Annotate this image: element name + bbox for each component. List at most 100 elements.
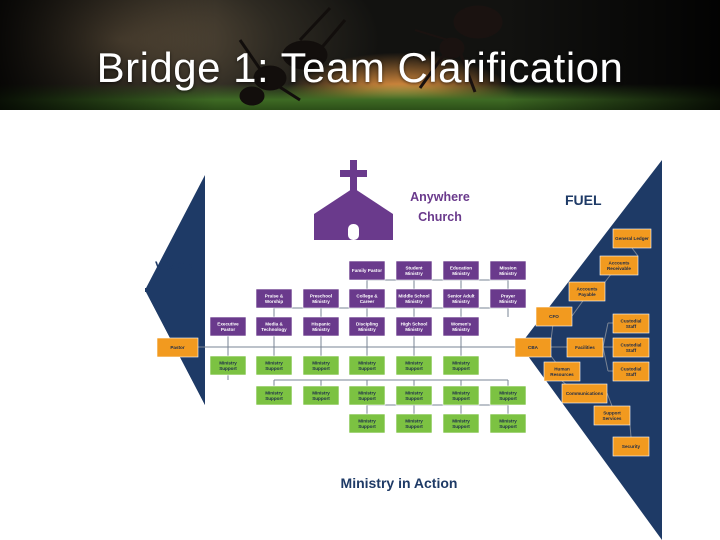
ministry-support-box-label: Ministry bbox=[358, 390, 376, 395]
fuel-box-custodial-staff-1-label: Staff bbox=[626, 324, 637, 329]
fuel-box-support-services-rect bbox=[593, 405, 631, 426]
org-boxes: Family PastorStudentMinistryEducationMin… bbox=[156, 228, 652, 457]
fuel-box-cba-rect bbox=[514, 337, 552, 358]
fuel-box-cfo: CFO bbox=[535, 306, 573, 327]
ministry-support-box-rect bbox=[255, 355, 293, 376]
ministry-support-box-label: Ministry bbox=[312, 390, 330, 395]
ministry-box-prayer-ministry-label: Prayer bbox=[501, 293, 516, 298]
ministry-support-box-label: Ministry bbox=[312, 360, 330, 365]
ministry-support-box-rect bbox=[442, 355, 480, 376]
ministry-support-box-label: Support bbox=[405, 424, 423, 429]
custodial-link bbox=[602, 346, 609, 372]
fuel-box-communications-label: Communications bbox=[566, 391, 604, 396]
ministry-support-box-label: Support bbox=[358, 424, 376, 429]
vision-chevron bbox=[145, 175, 205, 405]
ministry-support-box-rect bbox=[348, 355, 386, 376]
ministry-support-box-label: Support bbox=[452, 424, 470, 429]
ministry-box-preschool-ministry-label: Ministry bbox=[312, 299, 330, 304]
fuel-box-facilities: Facilities bbox=[566, 337, 604, 358]
fuel-box-support-services-label: Services bbox=[603, 416, 622, 421]
ministry-box-media-technology: Media &Technology bbox=[255, 316, 293, 337]
church-door-icon bbox=[348, 224, 359, 240]
ministry-box-middle-school-ministry-rect bbox=[395, 288, 433, 309]
ministry-box-discipling-ministry-label: Ministry bbox=[358, 327, 376, 332]
ministry-box-executive-pastor-label: Executive bbox=[217, 321, 239, 326]
ministry-support-box-rect bbox=[442, 413, 480, 434]
fuel-box-facilities-label: Facilities bbox=[575, 345, 595, 350]
fuel-box-general-ledger: General Ledger bbox=[612, 228, 652, 249]
ministry-box-high-school-ministry-label: Ministry bbox=[405, 327, 423, 332]
security-link bbox=[629, 424, 632, 438]
fuel-box-support-services-label: Support bbox=[603, 410, 621, 415]
ministry-support-box-label: Support bbox=[265, 396, 283, 401]
church-name-line1: Anywhere bbox=[410, 190, 470, 204]
fuel-box-cba-label: CBA bbox=[528, 345, 539, 350]
ministry-box-praise-worship-label: Worship bbox=[265, 299, 283, 304]
ministry-box-mission-ministry-label: Mission bbox=[499, 265, 516, 270]
ministry-support-box-label: Support bbox=[405, 366, 423, 371]
ministry-support-box-rect bbox=[489, 385, 527, 406]
ministry-support-box-label: Ministry bbox=[405, 390, 423, 395]
ministry-box-praise-worship-rect bbox=[255, 288, 293, 309]
ministry-box-womens-ministry-label: Ministry bbox=[452, 327, 470, 332]
ministry-support-box-rect bbox=[395, 355, 433, 376]
custodial-link bbox=[602, 322, 609, 348]
ministry-box-media-technology-rect bbox=[255, 316, 293, 337]
ministry-box-prayer-ministry-rect bbox=[489, 288, 527, 309]
ministry-support-box-label: Support bbox=[219, 366, 237, 371]
ministry-support-box-label: Ministry bbox=[499, 390, 517, 395]
fuel-box-accounts-payable-rect bbox=[568, 281, 606, 302]
ministry-box-executive-pastor-label: Pastor bbox=[221, 327, 236, 332]
ministry-box-college-career-label: College & bbox=[356, 293, 378, 298]
ministry-support-box-label: Ministry bbox=[358, 418, 376, 423]
ministry-support-box-label: Support bbox=[499, 424, 517, 429]
fuel-box-accounts-receivable-label: Accounts bbox=[609, 260, 630, 265]
fuel-box-accounts-payable-label: Payable bbox=[578, 292, 596, 297]
ministry-box-senior-adult-ministry-label: Senior Adult bbox=[447, 293, 475, 298]
ministry-box-high-school-ministry-rect bbox=[395, 316, 433, 337]
org-chart-diagram: Anywhere Church VISION FUEL Ministry in … bbox=[145, 160, 662, 540]
ministry-support-box-label: Support bbox=[312, 366, 330, 371]
fuel-box-security-label: Security bbox=[622, 444, 641, 449]
ministry-box-media-technology-label: Media & bbox=[265, 321, 283, 326]
ministry-support-box-rect bbox=[255, 385, 293, 406]
fuel-box-accounts-receivable-rect bbox=[599, 255, 639, 276]
header-banner: Bridge 1: Team Clarification bbox=[0, 0, 720, 110]
fuel-box-security-rect bbox=[612, 436, 650, 457]
ministry-box-middle-school-ministry-label: Middle School bbox=[398, 293, 429, 298]
ministry-support-box-label: Ministry bbox=[265, 390, 283, 395]
ministry-support-box-rect bbox=[395, 385, 433, 406]
ministry-box-praise-worship: Praise &Worship bbox=[255, 288, 293, 309]
ministry-support-box-label: Ministry bbox=[265, 360, 283, 365]
fuel-box-cba: CBA bbox=[514, 337, 552, 358]
fuel-box-cfo-rect bbox=[535, 306, 573, 327]
ministry-box-hispanic-ministry-rect bbox=[302, 316, 340, 337]
ministry-support-box-label: Support bbox=[358, 396, 376, 401]
ministry-box-education-ministry-rect bbox=[442, 260, 480, 281]
ministry-box-womens-ministry-rect bbox=[442, 316, 480, 337]
fuel-box-facilities-rect bbox=[566, 337, 604, 358]
ministry-support-box-label: Support bbox=[265, 366, 283, 371]
fuel-box-accounts-receivable-label: Receivable bbox=[607, 266, 631, 271]
section-ministry-label: Ministry in Action bbox=[341, 475, 458, 491]
church-name-line2: Church bbox=[418, 210, 462, 224]
ministry-box-mission-ministry-rect bbox=[489, 260, 527, 281]
fuel-box-custodial-staff-1-rect bbox=[612, 313, 650, 334]
ministry-support-box-rect bbox=[395, 413, 433, 434]
slide-title: Bridge 1: Team Clarification bbox=[96, 44, 624, 91]
